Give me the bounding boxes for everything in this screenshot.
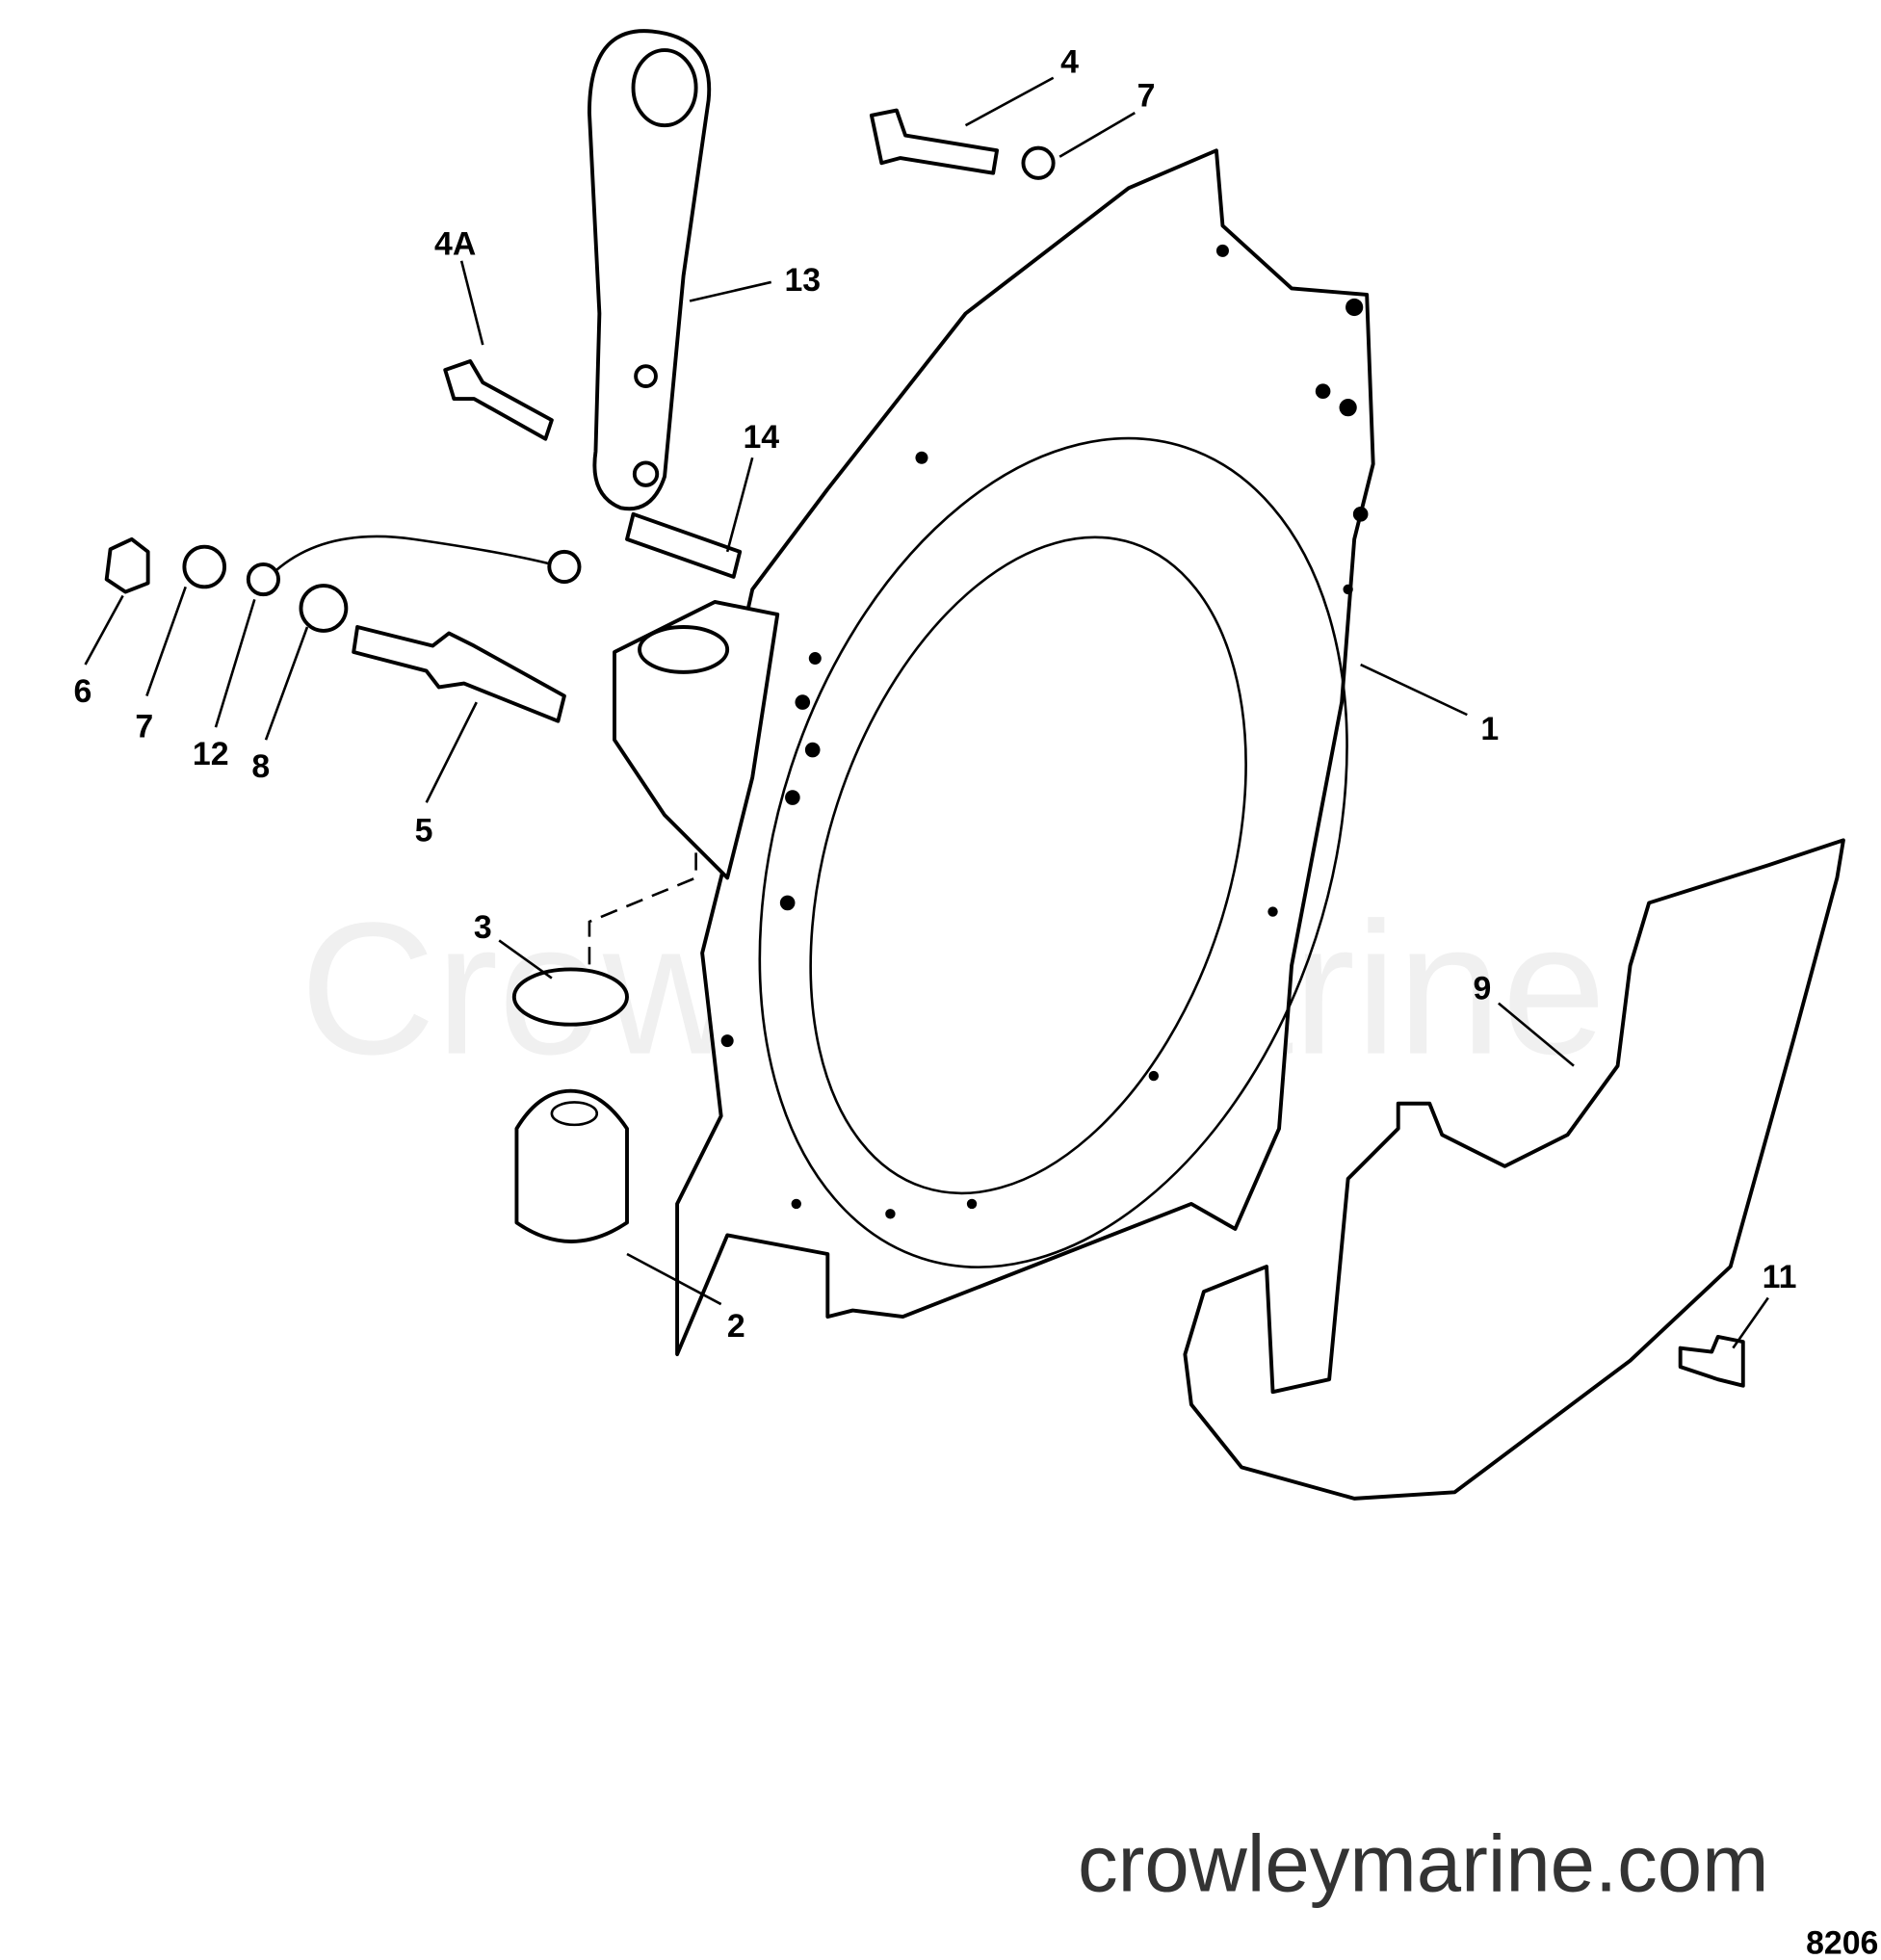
pin-14 bbox=[625, 511, 743, 579]
callout-3: 3 bbox=[474, 909, 492, 946]
callout-14: 14 bbox=[743, 419, 779, 456]
terminal-12 bbox=[246, 562, 281, 597]
washer-7 bbox=[182, 544, 227, 589]
bolt-4 bbox=[869, 108, 1000, 175]
callout-1: 1 bbox=[1480, 711, 1499, 747]
bolt-4a bbox=[443, 359, 554, 441]
figure-number: 8206 bbox=[1806, 1924, 1878, 1960]
ground-wire bbox=[274, 535, 553, 572]
screw-11 bbox=[1678, 1334, 1745, 1388]
callout-7: 7 bbox=[135, 709, 153, 745]
callout-4: 4 bbox=[1060, 44, 1079, 81]
callout-11: 11 bbox=[1763, 1259, 1797, 1295]
website-url: crowleymarine.com bbox=[1078, 1818, 1769, 1908]
cover-plate bbox=[1183, 838, 1845, 1501]
seal-3 bbox=[511, 967, 629, 1027]
nut-6 bbox=[104, 536, 150, 594]
callout-2: 2 bbox=[727, 1308, 745, 1345]
stud-5 bbox=[352, 625, 566, 723]
callout-9: 9 bbox=[1474, 971, 1492, 1007]
callout-8: 8 bbox=[251, 748, 270, 785]
leader-lines bbox=[84, 76, 1769, 1349]
callout-5: 5 bbox=[415, 813, 433, 849]
flywheel-housing bbox=[588, 148, 1375, 1357]
washer-8 bbox=[299, 584, 349, 633]
lever bbox=[587, 29, 712, 511]
callout-13: 13 bbox=[784, 262, 821, 299]
bushing-2 bbox=[514, 1088, 629, 1243]
washer-7-top bbox=[1021, 145, 1056, 180]
callout-12: 12 bbox=[193, 736, 229, 772]
callout-7-top: 7 bbox=[1137, 78, 1156, 115]
callout-4a: 4A bbox=[434, 225, 476, 262]
callout-6: 6 bbox=[74, 673, 92, 710]
